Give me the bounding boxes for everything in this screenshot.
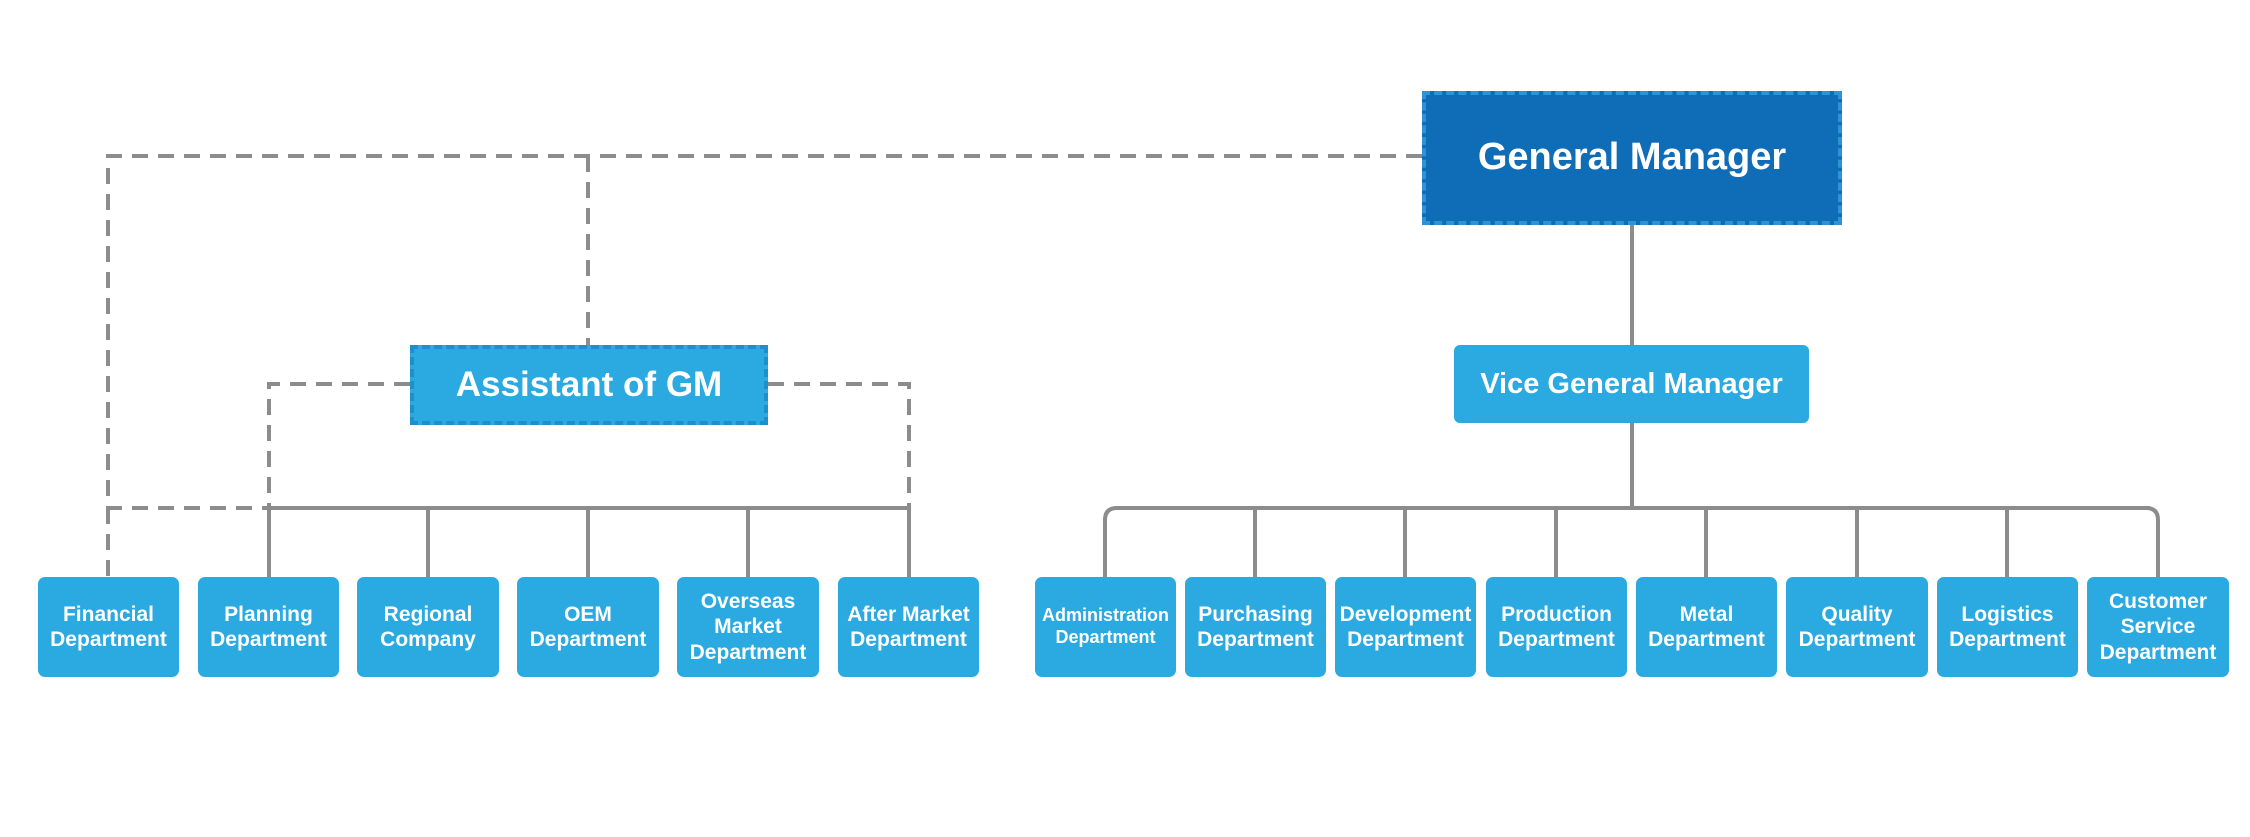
assistant-dashed-left (267, 382, 410, 508)
dept-production: Production Department (1486, 577, 1627, 677)
dept-label: Metal Department (1648, 602, 1765, 651)
dept-regional-company: Regional Company (357, 577, 499, 677)
general-manager-box: General Manager (1422, 91, 1842, 225)
dept-quality: Quality Department (1786, 577, 1928, 677)
dept-label: Planning Department (210, 602, 327, 651)
dept-label: Overseas Market Department (689, 590, 807, 664)
dept-overseas-market: Overseas Market Department (677, 577, 819, 677)
vice-general-manager-box: Vice General Manager (1454, 345, 1809, 423)
dept-label: Regional Company (380, 602, 476, 651)
dept-label: Financial Department (50, 602, 167, 651)
assistant-of-gm-label: Assistant of GM (455, 365, 723, 404)
assistant-dashed-right (768, 382, 911, 508)
dept-planning: Planning Department (198, 577, 339, 677)
dept-label: Production Department (1498, 602, 1615, 651)
dept-label: Quality Department (1798, 602, 1916, 651)
general-manager-label: General Manager (1477, 136, 1787, 179)
vice-general-manager-label: Vice General Manager (1480, 367, 1783, 400)
dept-label: Development Department (1339, 602, 1472, 651)
assistant-of-gm-box: Assistant of GM (410, 345, 768, 425)
dept-administration: Administration Department (1035, 577, 1176, 677)
dept-label: Customer Service Department (2099, 590, 2217, 664)
right-bus-left-corner (1103, 506, 1118, 578)
dept-label: OEM Department (529, 602, 647, 651)
dept-logistics: Logistics Department (1937, 577, 2078, 677)
dept-financial: Financial Department (38, 577, 179, 677)
dept-label: Purchasing Department (1197, 602, 1314, 651)
dept-customer-service: Customer Service Department (2087, 577, 2229, 677)
gm-dashed-link (106, 154, 1422, 510)
dept-development: Development Department (1335, 577, 1476, 677)
dept-label: Logistics Department (1949, 602, 2066, 651)
dept-oem: OEM Department (517, 577, 659, 677)
dept-metal: Metal Department (1636, 577, 1777, 677)
right-bus-right-corner (2145, 506, 2160, 578)
dept-label: Administration Department (1041, 605, 1169, 647)
dept-label: After Market Department (847, 602, 970, 651)
dept-purchasing: Purchasing Department (1185, 577, 1326, 677)
dept-after-market: After Market Department (838, 577, 979, 677)
